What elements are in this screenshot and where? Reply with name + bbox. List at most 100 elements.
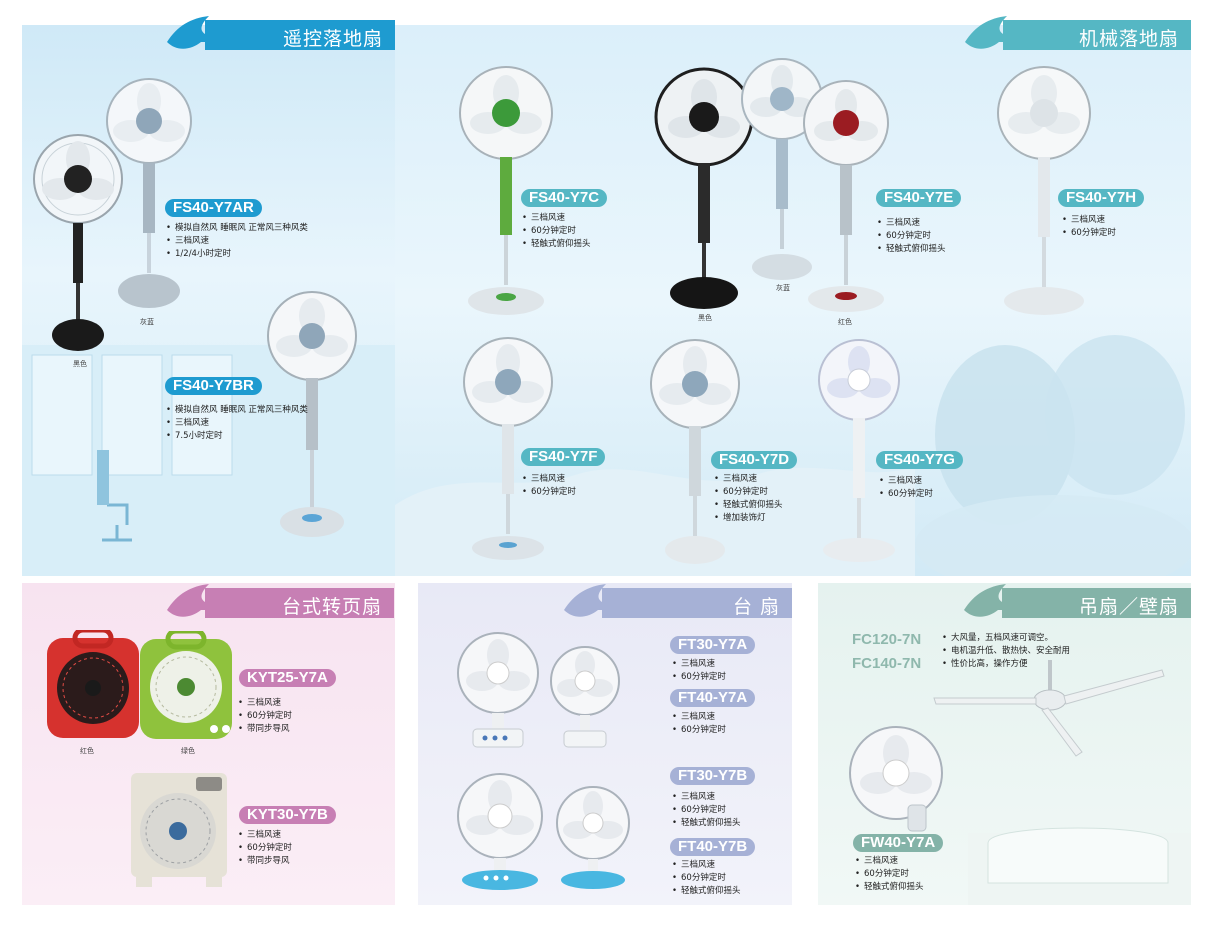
remote-header: 遥控落地扇 — [165, 16, 395, 50]
table-header: 台 扇 — [562, 584, 792, 618]
box-fan-green — [138, 631, 234, 743]
feature-item: 60分钟定时 — [238, 842, 292, 855]
features-fs40-y7g: 三档风速 60分钟定时 — [879, 475, 933, 501]
feature-item: 60分钟定时 — [522, 225, 591, 238]
feature-item: 三档风速 — [672, 711, 726, 724]
features-ft30-y7a: 三档风速 60分钟定时 — [672, 658, 726, 684]
model-fs40-y7f: FS40-Y7F — [521, 448, 606, 466]
feature-item: 性价比高，操作方便 — [942, 658, 1070, 671]
model-fs40-y7br: FS40-Y7BR — [165, 377, 262, 395]
features-ceiling-fan: 大风量，五档风速可调空。 电机温升低、散热快、安全耐用 性价比高，操作方便 — [942, 632, 1070, 671]
ceiling-title: 吊扇／壁扇 — [1078, 596, 1179, 618]
features-fs40-y7ar: 模拟自然风 睡眠风 正常风三种风类 三档风速 1/2/4小时定时 — [166, 222, 308, 261]
fan-fs40-y7ar-black — [30, 133, 126, 358]
feature-item: 60分钟定时 — [877, 230, 946, 243]
features-kyt25-y7a: 三档风速 60分钟定时 带同步导风 — [238, 697, 292, 736]
table-fan-ft40-y7b — [553, 785, 633, 891]
feature-item: 1/2/4小时定时 — [166, 248, 308, 261]
model-fw40-y7a: FW40-Y7A — [853, 834, 944, 852]
features-ft40-y7b: 三档风速 60分钟定时 轻触式俯仰摇头 — [672, 859, 741, 898]
feature-item: 带同步导风 — [238, 723, 292, 736]
feature-item: 轻触式俯仰摇头 — [522, 238, 591, 251]
feature-item: 三档风速 — [714, 473, 783, 486]
feature-item: 60分钟定时 — [522, 486, 576, 499]
feature-item: 60分钟定时 — [855, 868, 924, 881]
features-fs40-y7e: 三档风速 60分钟定时 轻触式俯仰摇头 — [877, 217, 946, 256]
feature-item: 三档风速 — [672, 791, 741, 804]
feature-item: 模拟自然风 睡眠风 正常风三种风类 — [166, 222, 308, 235]
table-title: 台 扇 — [732, 596, 780, 618]
feature-item: 三档风速 — [166, 235, 308, 248]
ceiling-fan — [932, 660, 1168, 760]
color-label-black: 黑色 — [73, 360, 87, 368]
features-fs40-y7f: 三档风速 60分钟定时 — [522, 473, 576, 499]
model-kyt30-y7b: KYT30-Y7B — [239, 806, 336, 824]
model-fs40-y7ar: FS40-Y7AR — [165, 199, 262, 217]
model-ft40-y7a: FT40-Y7A — [670, 689, 756, 707]
feature-item: 三档风速 — [855, 855, 924, 868]
fan-fs40-y7e-blue — [738, 57, 828, 287]
table-fan-ft30-y7b — [454, 772, 546, 892]
color-label-gray-blue: 灰蓝 — [140, 318, 154, 326]
features-kyt30-y7b: 三档风速 60分钟定时 带同步导风 — [238, 829, 292, 868]
color-label-red: 红色 — [838, 318, 852, 326]
feature-item: 三档风速 — [879, 475, 933, 488]
model-ft30-y7a: FT30-Y7A — [670, 636, 756, 654]
box-fan-red — [45, 630, 141, 742]
features-fs40-y7br: 模拟自然风 睡眠风 正常风三种风类 三档风速 7.5小时定时 — [166, 404, 308, 443]
feature-item: 60分钟定时 — [672, 804, 741, 817]
table-fan-ft30-y7a — [455, 631, 541, 751]
feature-item: 带同步导风 — [238, 855, 292, 868]
table-fan-ft40-y7a — [548, 645, 622, 751]
feature-item: 60分钟定时 — [238, 710, 292, 723]
color-label-green: 绿色 — [181, 747, 195, 755]
feature-item: 模拟自然风 睡眠风 正常风三种风类 — [166, 404, 308, 417]
feature-item: 7.5小时定时 — [166, 430, 308, 443]
wall-fan-fw40-y7a — [846, 725, 946, 835]
feature-item: 三档风速 — [672, 859, 741, 872]
color-label-black: 黑色 — [698, 314, 712, 322]
bathtub-background — [968, 827, 1191, 905]
box-fan-beige — [128, 771, 230, 889]
model-ft30-y7b: FT30-Y7B — [670, 767, 756, 785]
features-ft40-y7a: 三档风速 60分钟定时 — [672, 711, 726, 737]
feature-item: 60分钟定时 — [672, 724, 726, 737]
feature-item: 增加装饰灯 — [714, 512, 783, 525]
model-fs40-y7h: FS40-Y7H — [1058, 189, 1145, 207]
mechanical-title: 机械落地扇 — [1078, 28, 1179, 50]
feature-item: 60分钟定时 — [1062, 227, 1116, 240]
fan-fs40-y7h — [994, 65, 1094, 320]
box-header: 台式转页扇 — [165, 584, 394, 618]
fan-fs40-y7c — [456, 65, 556, 320]
remote-title: 遥控落地扇 — [282, 28, 383, 50]
model-fs40-y7g: FS40-Y7G — [876, 451, 963, 469]
model-fs40-y7d: FS40-Y7D — [711, 451, 798, 469]
features-fw40-y7a: 三档风速 60分钟定时 轻触式俯仰摇头 — [855, 855, 924, 894]
features-ft30-y7b: 三档风速 60分钟定时 轻触式俯仰摇头 — [672, 791, 741, 830]
model-ft40-y7b: FT40-Y7B — [670, 838, 756, 856]
feature-item: 轻触式俯仰摇头 — [855, 881, 924, 894]
feature-item: 三档风速 — [238, 697, 292, 710]
feature-item: 三档风速 — [672, 658, 726, 671]
fan-fs40-y7e-red — [800, 79, 892, 319]
features-fs40-y7d: 三档风速 60分钟定时 轻触式俯仰摇头 增加装饰灯 — [714, 473, 783, 525]
feature-item: 大风量，五档风速可调空。 — [942, 632, 1070, 645]
feature-item: 三档风速 — [238, 829, 292, 842]
feature-item: 60分钟定时 — [672, 671, 726, 684]
model-kyt25-y7a: KYT25-Y7A — [239, 669, 336, 687]
couple-photo-background — [915, 335, 1191, 576]
feature-item: 电机温升低、散热快、安全耐用 — [942, 645, 1070, 658]
features-fs40-y7c: 三档风速 60分钟定时 轻触式俯仰摇头 — [522, 212, 591, 251]
feature-item: 轻触式俯仰摇头 — [672, 885, 741, 898]
fan-fs40-y7br — [262, 290, 362, 540]
box-title: 台式转页扇 — [281, 596, 382, 618]
mechanical-header: 机械落地扇 — [963, 16, 1191, 50]
fan-fs40-y7ar-blue — [105, 77, 195, 317]
feature-item: 三档风速 — [1062, 214, 1116, 227]
model-fc120-7n: FC120-7N — [852, 631, 922, 648]
fan-fs40-y7e-black — [652, 67, 756, 317]
feature-item: 三档风速 — [522, 212, 591, 225]
feature-item: 轻触式俯仰摇头 — [714, 499, 783, 512]
feature-item: 60分钟定时 — [672, 872, 741, 885]
feature-item: 轻触式俯仰摇头 — [672, 817, 741, 830]
